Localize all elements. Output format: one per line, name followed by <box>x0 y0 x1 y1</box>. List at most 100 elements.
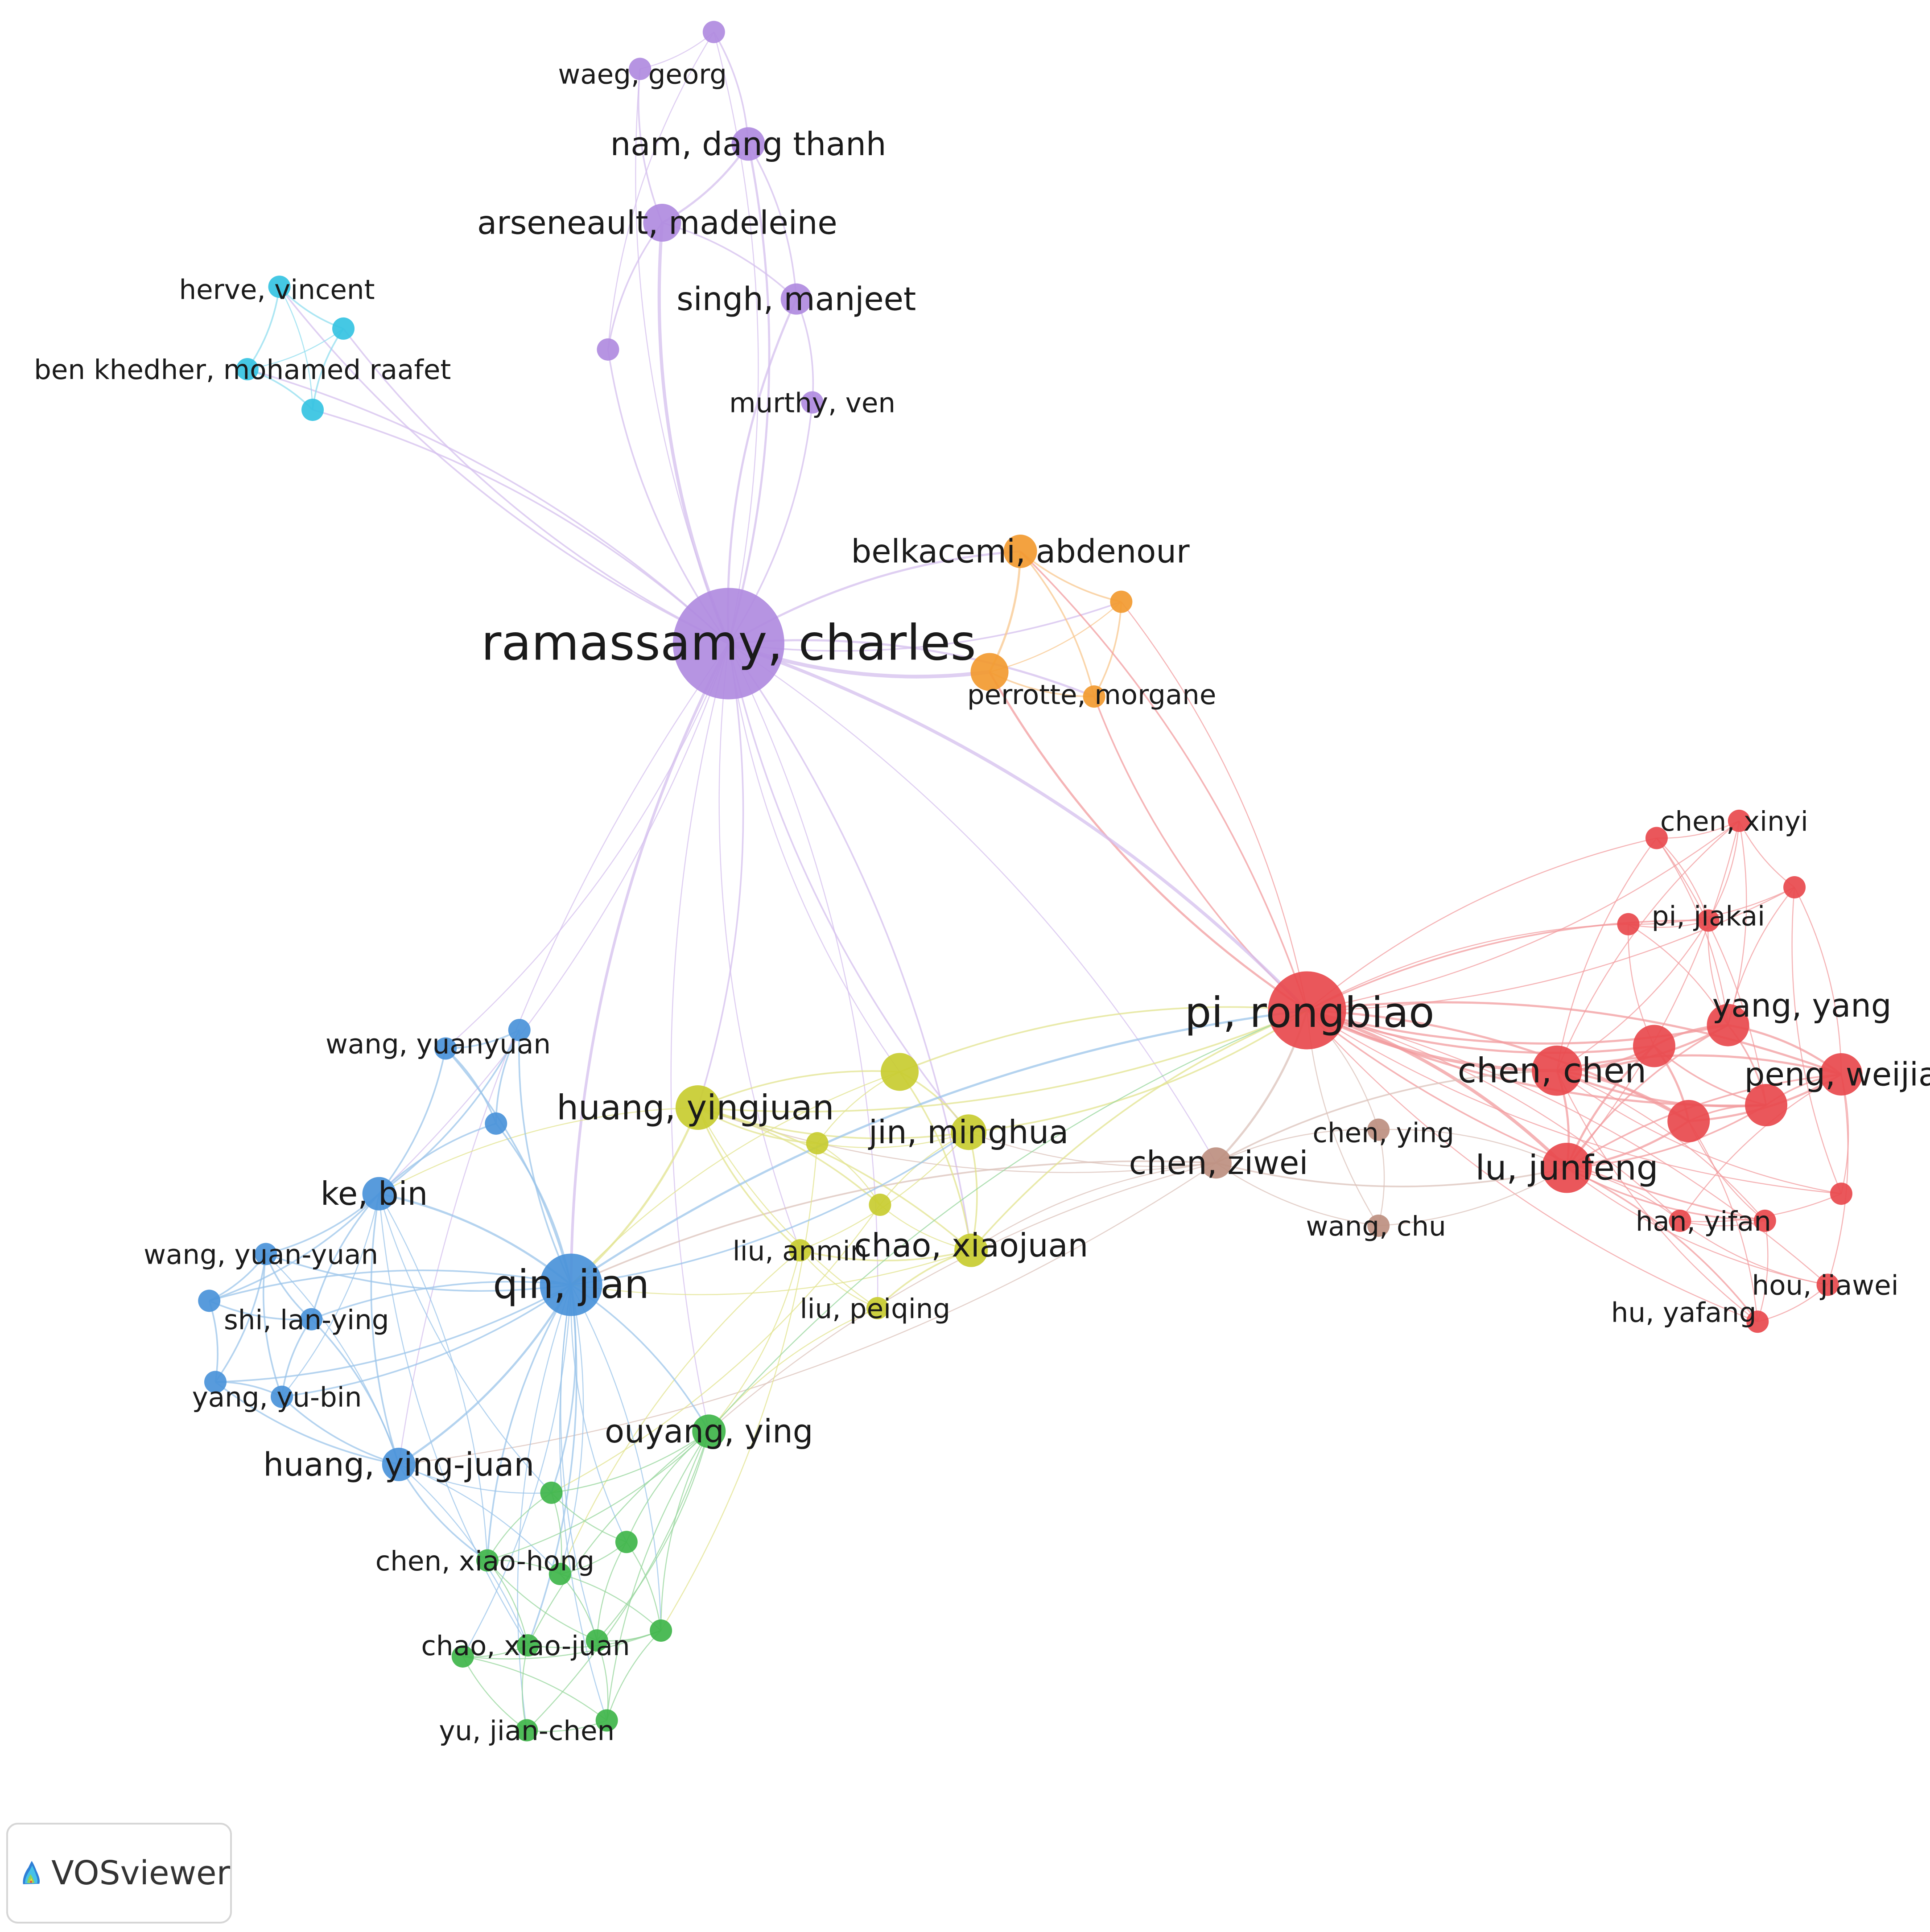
author-node-r6[interactable] <box>1633 1025 1675 1067</box>
author-label-perrotte: perrotte, morgane <box>967 679 1217 711</box>
author-node-c-right[interactable] <box>332 317 355 340</box>
coauthor-link <box>970 1162 1217 1251</box>
author-label-chao-xiaojuan: chao, xiaojuan <box>854 1227 1088 1264</box>
author-node-yang-yu-bin[interactable] <box>271 1385 293 1408</box>
author-node-benkhedher[interactable] <box>236 358 259 380</box>
author-node-p-left[interactable] <box>597 338 619 361</box>
author-node-ramassamy[interactable] <box>672 588 784 700</box>
author-node-yu-jian-chen[interactable] <box>515 1719 538 1742</box>
author-node-yang-yang[interactable] <box>1707 1004 1749 1046</box>
author-node-chen-chen[interactable] <box>1532 1045 1582 1096</box>
author-node-wang-yuanyuan[interactable] <box>434 1037 457 1060</box>
author-node-lu-junfeng[interactable] <box>1542 1142 1592 1193</box>
author-node-b4[interactable] <box>204 1371 227 1393</box>
author-node-wang-yuan-yuan[interactable] <box>255 1243 277 1265</box>
author-node-r7[interactable] <box>1667 1100 1710 1142</box>
author-node-y3[interactable] <box>869 1194 891 1216</box>
author-node-peng-weijia[interactable] <box>1820 1053 1863 1096</box>
author-node-nam[interactable] <box>731 127 765 161</box>
coauthor-link <box>1307 1009 1842 1195</box>
author-node-liu-anmin[interactable] <box>789 1239 811 1262</box>
coauthor-link <box>635 69 730 644</box>
author-node-chen-ziwei[interactable] <box>1200 1147 1232 1179</box>
author-node-herve[interactable] <box>268 276 291 298</box>
author-node-hu-yafang[interactable] <box>1746 1310 1769 1333</box>
author-node-pi-rongbiao[interactable] <box>1268 971 1346 1050</box>
author-node-g6[interactable] <box>595 1709 618 1732</box>
coauthor-link <box>551 1492 627 1543</box>
author-label-singh: singh, manjeet <box>676 280 916 318</box>
author-label-huang-yingjuan: huang, yingjuan <box>557 1088 834 1128</box>
coauthor-link <box>378 1123 496 1195</box>
author-node-shi-lan-ying[interactable] <box>300 1308 323 1331</box>
author-node-g1[interactable] <box>540 1481 563 1504</box>
author-node-liu-peiqing[interactable] <box>866 1297 889 1319</box>
coauthor-link <box>728 643 878 1308</box>
coauthor-link <box>445 1048 497 1124</box>
author-node-o-right[interactable] <box>1110 590 1133 613</box>
coauthor-link <box>281 1396 399 1466</box>
author-node-ke-bin[interactable] <box>362 1177 396 1211</box>
author-node-r2[interactable] <box>1783 876 1806 898</box>
coauthor-link <box>247 328 344 370</box>
author-node-singh[interactable] <box>780 283 812 315</box>
coauthor-link <box>1019 551 1308 1011</box>
author-node-chen-xiao-hong[interactable] <box>476 1549 499 1572</box>
author-node-y1[interactable] <box>881 1053 919 1091</box>
author-node-chen-ying[interactable] <box>1367 1118 1390 1141</box>
author-node-perrotte[interactable] <box>1083 685 1105 708</box>
author-node-r5[interactable] <box>1669 1209 1691 1232</box>
author-node-p-top[interactable] <box>702 21 725 43</box>
coauthor-link <box>968 1009 1308 1133</box>
author-node-g3[interactable] <box>548 1563 571 1586</box>
coauthor-link <box>728 642 1308 1012</box>
author-node-b1[interactable] <box>508 1019 531 1042</box>
author-label-shi-lan-ying: shi, lan-ying <box>224 1304 389 1336</box>
coauthor-link <box>526 1431 709 1731</box>
author-node-y2[interactable] <box>806 1132 829 1155</box>
author-node-arseneault[interactable] <box>643 204 681 242</box>
coauthor-link <box>660 1431 709 1631</box>
author-node-huang-yingjuan[interactable] <box>675 1085 720 1130</box>
author-node-r3[interactable] <box>1617 913 1640 935</box>
coauthor-link <box>214 1381 399 1466</box>
author-node-waeg[interactable] <box>629 58 652 80</box>
author-node-qin-jian[interactable] <box>540 1253 602 1316</box>
author-node-chao-xiaojuan[interactable] <box>954 1233 988 1267</box>
coauthor-link <box>570 1160 1216 1286</box>
vosviewer-logo-icon <box>23 1861 40 1884</box>
author-node-g4[interactable] <box>586 1629 608 1652</box>
author-node-belkacemi[interactable] <box>1003 534 1037 568</box>
author-node-chen-xinyi[interactable] <box>1728 809 1750 832</box>
author-node-b3[interactable] <box>198 1289 221 1312</box>
author-node-r4[interactable] <box>1830 1182 1852 1205</box>
author-node-murthy[interactable] <box>801 391 824 414</box>
author-node-g5[interactable] <box>650 1619 672 1642</box>
author-node-r1[interactable] <box>1645 827 1668 849</box>
author-node-chao-xiao-juan[interactable] <box>517 1634 540 1657</box>
vosviewer-badge[interactable]: VOSviewer <box>6 1823 232 1924</box>
author-node-jin-minghua[interactable] <box>951 1114 987 1150</box>
author-label-wang-chu: wang, chu <box>1306 1211 1446 1242</box>
coauthor-link <box>569 643 730 1285</box>
author-node-c-bottom[interactable] <box>301 399 324 421</box>
author-node-b2[interactable] <box>485 1112 507 1135</box>
author-node-g7[interactable] <box>451 1645 474 1668</box>
author-node-han-yifan[interactable] <box>1753 1209 1776 1232</box>
author-node-ouyang-ying[interactable] <box>692 1414 726 1448</box>
author-node-wang-chu[interactable] <box>1367 1214 1390 1237</box>
author-node-r8[interactable] <box>1745 1083 1788 1126</box>
author-node-hou-jiawei[interactable] <box>1816 1273 1839 1296</box>
author-node-o-big[interactable] <box>970 653 1009 691</box>
coauthor-link <box>379 1193 488 1561</box>
coauthor-link <box>1216 1070 1557 1164</box>
coauthor-link <box>571 1250 972 1295</box>
author-node-g2[interactable] <box>615 1531 638 1553</box>
coauthor-link <box>487 1560 529 1646</box>
author-node-huang-ying-juan[interactable] <box>382 1447 416 1481</box>
coauthor-link <box>487 1560 598 1641</box>
author-node-pi-jiakai[interactable] <box>1697 909 1720 932</box>
author-label-nam: nam, dang thanh <box>610 125 887 163</box>
coauthor-link <box>559 1285 584 1574</box>
author-label-peng-weijia: peng, weijia <box>1744 1056 1930 1093</box>
